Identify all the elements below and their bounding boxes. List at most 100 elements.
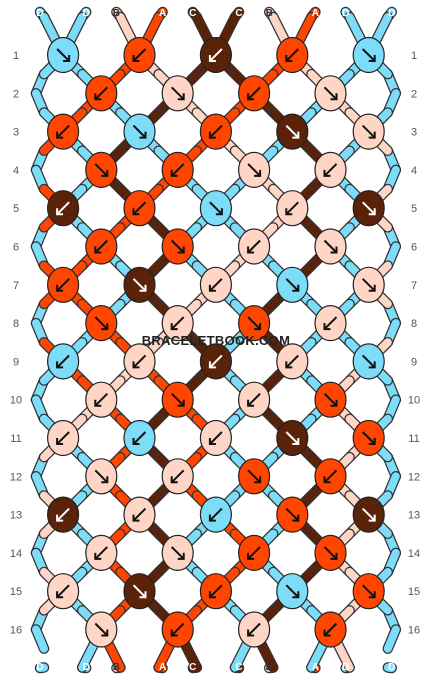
edge-thread	[383, 625, 400, 653]
arrow-down-right-icon	[361, 507, 376, 522]
row-number-right: 13	[408, 510, 420, 522]
row-number-right: 12	[408, 471, 420, 483]
arrow-down-right-icon	[247, 316, 262, 331]
arrow-down-left-icon	[208, 354, 223, 369]
knots-layer	[46, 36, 385, 648]
arrow-down-right-icon	[247, 469, 262, 484]
arrow-down-left-icon	[132, 507, 147, 522]
arrow-down-left-icon	[247, 392, 261, 407]
arrow-down-left-icon	[56, 201, 70, 216]
arrow-down-left-icon	[56, 124, 70, 139]
arrow-down-left-icon	[56, 431, 70, 445]
arrow-down-right-icon	[285, 124, 300, 139]
thread-letter-bottom: B	[266, 662, 273, 673]
row-number-left: 4	[13, 165, 19, 177]
thread-tail-bottom	[383, 663, 396, 672]
arrow-down-left-icon	[94, 546, 109, 560]
arrow-down-left-icon	[208, 431, 223, 445]
row-number-right: 1	[411, 50, 417, 62]
thread-letter-top: C	[189, 8, 196, 19]
arrow-down-right-icon	[94, 622, 109, 637]
thread-letter-top: D	[36, 8, 43, 19]
arrow-down-left-icon	[285, 354, 300, 369]
arrow-down-right-icon	[323, 392, 338, 407]
arrow-down-left-icon	[208, 507, 223, 522]
arrow-down-left-icon	[94, 239, 109, 254]
arrow-down-right-icon	[285, 278, 300, 292]
row-number-left: 13	[10, 510, 22, 522]
arrow-down-right-icon	[361, 354, 376, 369]
arrow-down-left-icon	[247, 622, 261, 637]
arrow-down-left-icon	[132, 431, 147, 445]
row-number-left: 12	[10, 471, 22, 483]
arrow-down-left-icon	[170, 469, 185, 484]
arrow-down-right-icon	[94, 316, 109, 331]
arrow-down-left-icon	[247, 546, 261, 560]
arrow-down-left-icon	[132, 48, 147, 62]
thread-tail-bottom	[36, 663, 48, 672]
arrow-down-right-icon	[94, 469, 109, 484]
arrow-down-right-icon	[132, 584, 147, 599]
arrow-down-left-icon	[208, 584, 223, 599]
arrow-down-left-icon	[323, 163, 338, 177]
thread-letter-top: D	[342, 8, 349, 19]
thread-letter-bottom: B	[113, 662, 120, 673]
arrow-down-right-icon	[361, 201, 376, 216]
row-number-right: 6	[411, 242, 417, 254]
arrow-down-right-icon	[361, 431, 376, 445]
arrow-down-left-icon	[56, 278, 70, 292]
row-number-left: 5	[13, 203, 19, 215]
row-number-right: 9	[411, 356, 417, 368]
edge-thread	[32, 625, 48, 653]
row-number-left: 10	[10, 395, 22, 407]
arrow-down-right-icon	[285, 431, 300, 445]
arrow-down-left-icon	[94, 86, 109, 101]
arrow-down-right-icon	[361, 48, 376, 62]
thread-letter-top: B	[266, 8, 273, 19]
arrow-down-left-icon	[132, 201, 147, 216]
row-number-right: 16	[408, 625, 420, 637]
thread-letter-bottom: A	[312, 662, 319, 673]
arrow-down-left-icon	[132, 354, 147, 369]
arrow-down-right-icon	[170, 546, 185, 560]
arrow-down-left-icon	[56, 507, 70, 522]
thread-letter-bottom: C	[235, 662, 242, 673]
arrow-down-left-icon	[285, 201, 300, 216]
arrow-down-left-icon	[323, 469, 338, 484]
row-number-left: 3	[13, 127, 19, 139]
thread-letter-top: A	[312, 8, 319, 19]
arrow-down-left-icon	[247, 239, 261, 254]
arrow-down-left-icon	[247, 86, 261, 101]
arrow-down-left-icon	[56, 354, 70, 369]
watermark: BRACELETBOOK.COM	[142, 333, 291, 348]
arrow-down-right-icon	[323, 239, 338, 254]
row-number-right: 10	[408, 395, 420, 407]
arrow-down-left-icon	[323, 622, 338, 637]
row-number-left: 7	[13, 280, 19, 292]
arrow-down-right-icon	[361, 124, 376, 139]
arrow-down-right-icon	[285, 507, 300, 522]
thread-letter-bottom: A	[159, 662, 166, 673]
row-number-left: 2	[13, 88, 19, 100]
arrow-down-left-icon	[56, 584, 70, 599]
thread-letter-top: B	[113, 8, 120, 19]
arrow-down-right-icon	[132, 278, 147, 292]
arrow-down-right-icon	[323, 86, 338, 101]
row-number-left: 14	[10, 548, 22, 560]
thread-letter-top: C	[235, 8, 242, 19]
arrow-down-left-icon	[208, 48, 223, 62]
arrow-down-right-icon	[56, 48, 71, 62]
arrow-down-right-icon	[247, 163, 262, 177]
arrow-down-left-icon	[94, 392, 109, 407]
arrow-down-right-icon	[361, 278, 376, 292]
row-number-right: 7	[411, 280, 417, 292]
thread-letter-top: D	[388, 8, 395, 19]
row-number-right: 11	[408, 433, 419, 445]
row-number-left: 15	[10, 586, 22, 598]
row-number-left: 11	[10, 433, 21, 445]
row-number-right: 3	[411, 127, 417, 139]
row-number-right: 15	[408, 586, 420, 598]
thread-letter-bottom: D	[342, 662, 349, 673]
